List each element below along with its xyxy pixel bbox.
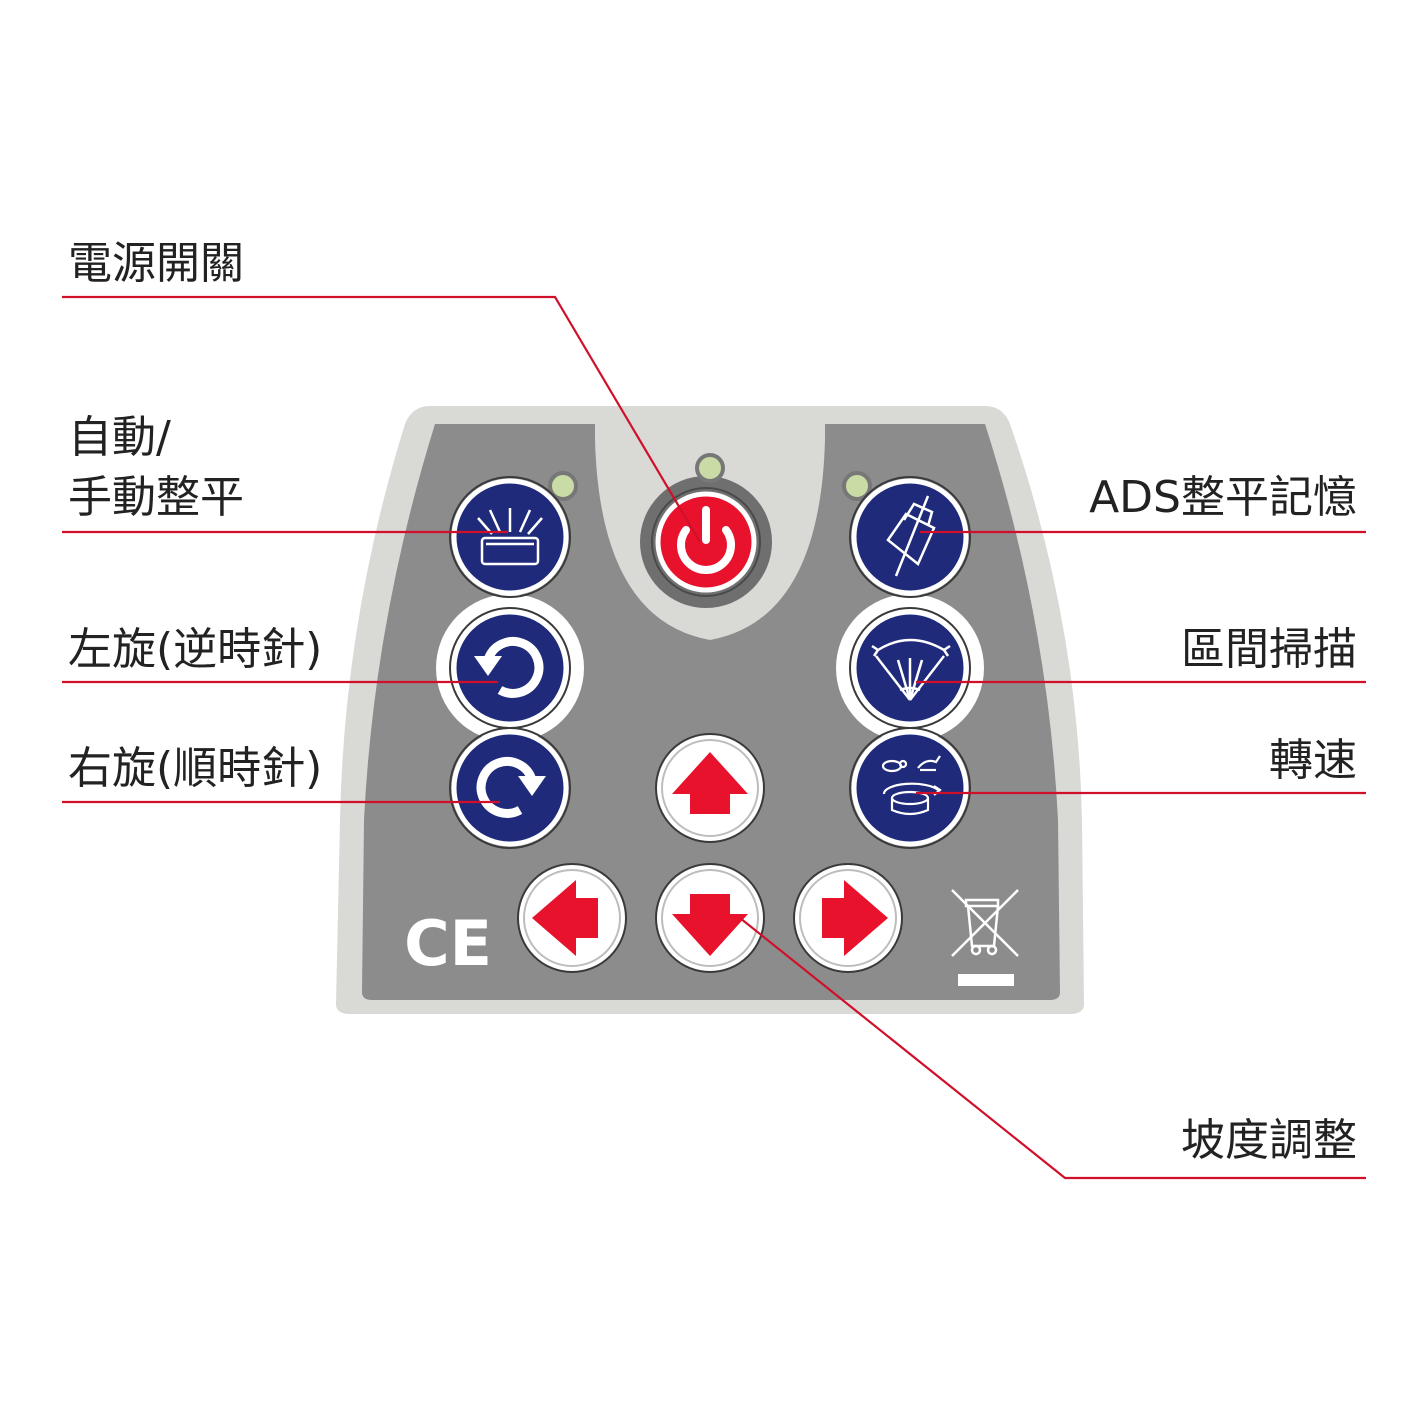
label-speed: 轉速 bbox=[1269, 735, 1357, 786]
label-power-switch: 電源開關 bbox=[68, 238, 244, 289]
arrow-up-icon bbox=[672, 752, 748, 814]
led-ads bbox=[842, 471, 872, 501]
leader-slope bbox=[739, 917, 1366, 1180]
label-auto-manual-line2: 手動整平 bbox=[68, 472, 244, 523]
arrow-right-icon bbox=[822, 880, 888, 956]
turtle-rabbit-speed-icon bbox=[881, 755, 942, 816]
leveling-button[interactable] bbox=[449, 476, 571, 598]
slope-right-button[interactable] bbox=[793, 863, 903, 973]
scan-button[interactable] bbox=[849, 607, 971, 729]
label-slope-adjust: 坡度調整 bbox=[1181, 1115, 1357, 1166]
weee-crossed-bin-icon bbox=[951, 889, 1019, 986]
cw-button[interactable] bbox=[449, 727, 571, 849]
leader-power bbox=[62, 295, 701, 543]
slope-up-button[interactable] bbox=[655, 733, 765, 843]
ads-memory-icon bbox=[886, 495, 936, 577]
power-icon bbox=[677, 506, 735, 574]
slope-down-button[interactable] bbox=[655, 863, 765, 973]
arrow-left-icon bbox=[532, 880, 598, 956]
ccw-button[interactable] bbox=[449, 607, 571, 729]
scan-sector-icon bbox=[871, 638, 951, 701]
label-auto-manual-line1: 自動/ bbox=[68, 412, 171, 463]
slope-left-button[interactable] bbox=[517, 863, 627, 973]
ce-mark: CE bbox=[404, 907, 492, 980]
rotate-clockwise-icon bbox=[476, 756, 546, 818]
arrow-down-icon bbox=[672, 894, 748, 956]
rotate-counterclockwise-icon bbox=[474, 636, 544, 698]
speed-button[interactable] bbox=[849, 727, 971, 849]
label-rotate-cw: 右旋(順時針) bbox=[68, 743, 323, 794]
ads-button[interactable] bbox=[849, 476, 971, 598]
power-button[interactable] bbox=[651, 487, 761, 597]
label-ads-memory: ADS整平記憶 bbox=[1089, 472, 1357, 523]
label-rotate-ccw: 左旋(逆時針) bbox=[68, 624, 323, 675]
led-leveling bbox=[548, 471, 578, 501]
label-scan: 區間掃描 bbox=[1181, 624, 1357, 675]
led-power bbox=[695, 453, 725, 483]
